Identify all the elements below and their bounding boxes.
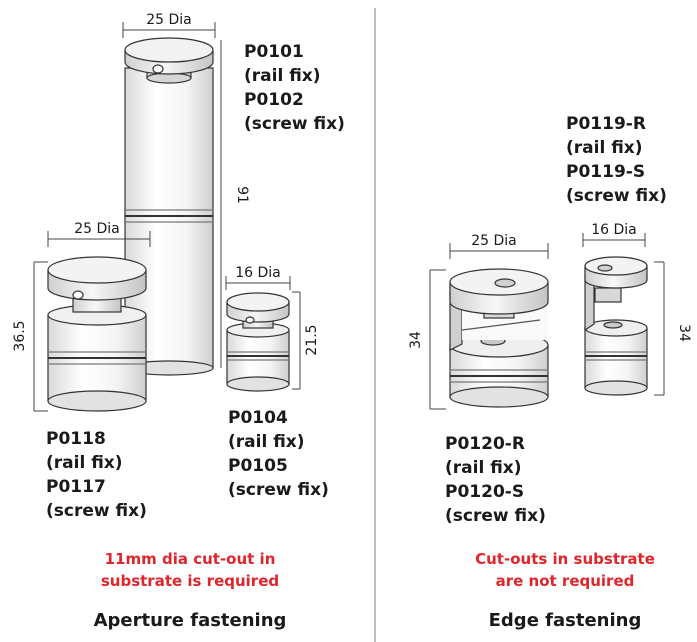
label-p0101-type: (rail fix) [244,66,321,86]
standoff-small-image [226,292,290,392]
dimension-lines-right [429,233,665,410]
note-edge-line2: are not required [495,572,635,590]
dim-medium-dia: 25 Dia [74,221,120,237]
caption-aperture-fastening: Aperture fastening [93,610,287,631]
label-p0119-r-type: (rail fix) [566,138,643,158]
note-aperture-line1: 11mm dia cut-out in [104,550,276,568]
dimension-lines-left [33,22,301,412]
label-p0104-group: P0104 (rail fix) P0105 (screw fix) [228,406,329,502]
label-p0120-s: P0120-S [445,482,525,502]
standoff-tall-image [124,37,214,376]
dim-large-dia: 25 Dia [471,233,517,249]
label-p0118: P0118 [46,429,106,449]
edge-clamp-small-image [584,256,648,396]
label-p0105-type: (screw fix) [228,480,329,500]
caption-edge-fastening: Edge fastening [488,610,642,631]
label-p0119-s: P0119-S [566,162,646,182]
label-p0120-s-type: (screw fix) [445,506,546,526]
dim-small-height: 21.5 [304,324,320,355]
label-p0101-group: P0101 (rail fix) P0102 (screw fix) [244,40,345,136]
label-p0102: P0102 [244,90,304,110]
label-p0104-type: (rail fix) [228,432,305,452]
dim-tall-dia: 25 Dia [146,12,192,28]
dim-small-dia: 16 Dia [235,265,281,281]
label-p0120-r: P0120-R [445,434,525,454]
dim-small-edge-height: 34 [676,324,692,342]
label-p0102-type: (screw fix) [244,114,345,134]
edge-clamp-large-image [449,268,549,408]
label-p0120-group: P0120-R (rail fix) P0120-S (screw fix) [445,432,546,528]
label-p0117: P0117 [46,477,106,497]
label-p0104: P0104 [228,408,288,428]
note-aperture: 11mm dia cut-out in substrate is require… [40,548,340,592]
label-p0117-type: (screw fix) [46,501,147,521]
note-aperture-line2: substrate is required [100,572,280,590]
label-p0101: P0101 [244,42,304,62]
note-edge-line1: Cut-outs in substrate [475,550,655,568]
label-p0120-r-type: (rail fix) [445,458,522,478]
dim-small-edge-dia: 16 Dia [591,222,637,238]
label-p0118-group: P0118 (rail fix) P0117 (screw fix) [46,427,147,523]
dim-tall-height: 91 [234,186,250,204]
dim-medium-height: 36.5 [12,320,28,351]
label-p0118-type: (rail fix) [46,453,123,473]
label-p0119-group: P0119-R (rail fix) P0119-S (screw fix) [566,112,667,208]
dim-large-height: 34 [408,331,424,349]
label-p0119-s-type: (screw fix) [566,186,667,206]
note-edge: Cut-outs in substrate are not required [440,548,690,592]
standoff-medium-image [47,256,147,412]
label-p0119-r: P0119-R [566,114,646,134]
label-p0105: P0105 [228,456,288,476]
